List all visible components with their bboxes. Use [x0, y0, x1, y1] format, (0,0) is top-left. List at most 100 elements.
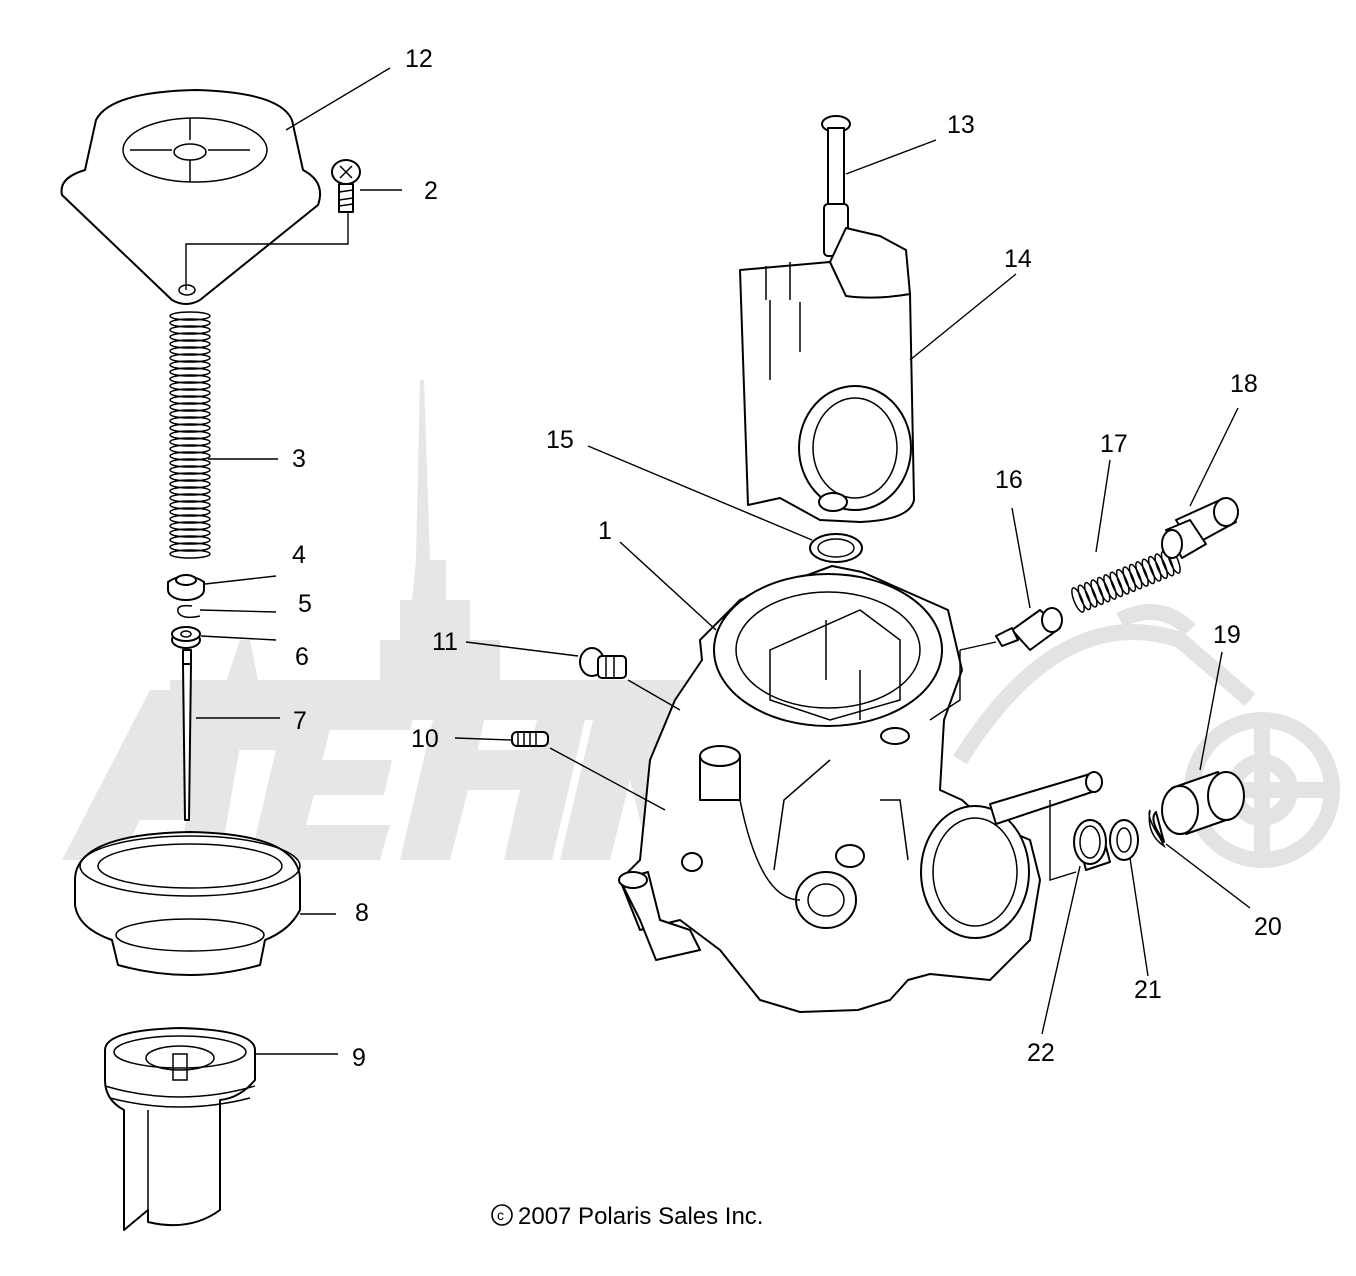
- carburetor-body: [618, 565, 1103, 1013]
- callout-13: 13: [947, 111, 975, 139]
- spring-coil: [169, 346, 211, 356]
- spring-coil: [169, 437, 211, 447]
- needle-clip: [177, 604, 201, 619]
- jet-needle: [182, 649, 192, 821]
- callout-10: 10: [411, 725, 439, 753]
- spring-coil: [169, 360, 211, 370]
- callout-9: 9: [352, 1044, 366, 1072]
- spring-coil: [169, 472, 211, 482]
- choke-nut: [1161, 497, 1239, 559]
- spring-coil: [169, 549, 211, 559]
- spring-coil: [169, 318, 211, 328]
- cable-cap: [1161, 771, 1245, 835]
- o-ring-top: [809, 533, 863, 563]
- callout-21: 21: [1134, 976, 1162, 1004]
- callout-17: 17: [1100, 430, 1128, 458]
- callout-16: 16: [995, 466, 1023, 494]
- callout-6: 6: [295, 643, 309, 671]
- spring-coil: [1077, 584, 1092, 611]
- spring-coil: [1090, 579, 1105, 606]
- leader-lines: [196, 67, 1251, 1055]
- spring-coil: [1071, 587, 1085, 613]
- e-clip: [1148, 809, 1166, 849]
- callout-numbers: 12 2 3 4 5 6 7 8 9 13 14 15 1 11 10 16 1…: [292, 45, 1282, 1072]
- spring-coil: [169, 325, 211, 335]
- spring-coil: [169, 458, 211, 468]
- callout-14: 14: [1004, 245, 1032, 273]
- spring-coil: [169, 423, 211, 433]
- diaphragm-spring: [169, 311, 211, 559]
- spring-coil: [169, 479, 211, 489]
- spring-coil: [1103, 574, 1117, 600]
- cover-screw: [185, 159, 361, 290]
- spring-coil: [169, 381, 211, 391]
- assembly-axis-line: [1049, 800, 1077, 881]
- spring-coil: [169, 451, 211, 461]
- spring-coil: [169, 444, 211, 454]
- pilot-screw: [511, 731, 666, 811]
- spring-coil: [169, 353, 211, 363]
- choke-spring: [1071, 548, 1181, 613]
- spring-coil: [169, 535, 211, 545]
- spring-coil: [1122, 566, 1137, 593]
- callout-1: 1: [598, 517, 612, 545]
- spring-coil: [169, 339, 211, 349]
- choke-valve: [929, 607, 1063, 721]
- callout-19: 19: [1213, 621, 1241, 649]
- copyright-symbol: [491, 1204, 513, 1226]
- copyright-text: 2007 Polaris Sales Inc.: [518, 1203, 763, 1230]
- callout-15: 15: [546, 426, 574, 454]
- bushing: [1073, 819, 1111, 871]
- spring-coil: [169, 486, 211, 496]
- spring-coil: [1135, 561, 1149, 587]
- callout-2: 2: [424, 177, 438, 205]
- spring-coil: [1147, 555, 1162, 582]
- spring-coil: [169, 388, 211, 398]
- callout-8: 8: [355, 899, 369, 927]
- spring-coil: [169, 500, 211, 510]
- spring-coil: [169, 507, 211, 517]
- callout-4: 4: [292, 541, 306, 569]
- spring-coil: [169, 542, 211, 552]
- spring-coil: [169, 528, 211, 538]
- callout-18: 18: [1230, 370, 1258, 398]
- diaphragm: [74, 831, 301, 976]
- spring-coil: [169, 311, 211, 321]
- spring-coil: [169, 395, 211, 405]
- spring-coil: [1083, 581, 1098, 608]
- throttle-slide: [104, 1027, 256, 1231]
- spring-coil: [169, 416, 211, 426]
- callout-20: 20: [1254, 913, 1282, 941]
- carburetor-top-housing: [739, 227, 915, 523]
- spring-coil: [169, 367, 211, 377]
- spring-coil: [1096, 576, 1111, 603]
- spring-coil: [169, 332, 211, 342]
- idle-screw: [579, 647, 681, 711]
- carburetor-top-cover: [60, 89, 322, 305]
- spring-coil: [169, 465, 211, 475]
- plain-washer: [1109, 819, 1139, 861]
- spring-seat: [167, 574, 205, 601]
- spring-coil: [1109, 571, 1124, 598]
- callout-12: 12: [405, 45, 433, 73]
- spring-coil: [1115, 568, 1130, 595]
- callout-3: 3: [292, 445, 306, 473]
- callout-22: 22: [1027, 1039, 1055, 1067]
- spring-coil: [1141, 558, 1156, 585]
- copyright: c 2007 Polaris Sales Inc.: [491, 1203, 763, 1230]
- spring-coil: [1154, 553, 1169, 580]
- callout-11: 11: [432, 628, 458, 656]
- spring-coil: [169, 402, 211, 412]
- spring-coil: [169, 430, 211, 440]
- spring-coil: [1128, 563, 1143, 590]
- callout-5: 5: [298, 590, 312, 618]
- spring-coil: [169, 521, 211, 531]
- spring-coil: [169, 374, 211, 384]
- needle-washer: [171, 626, 201, 649]
- spring-coil: [169, 493, 211, 503]
- callout-7: 7: [293, 707, 307, 735]
- copyright-symbol-letter: c: [497, 1207, 504, 1223]
- spring-coil: [169, 409, 211, 419]
- spring-coil: [169, 514, 211, 524]
